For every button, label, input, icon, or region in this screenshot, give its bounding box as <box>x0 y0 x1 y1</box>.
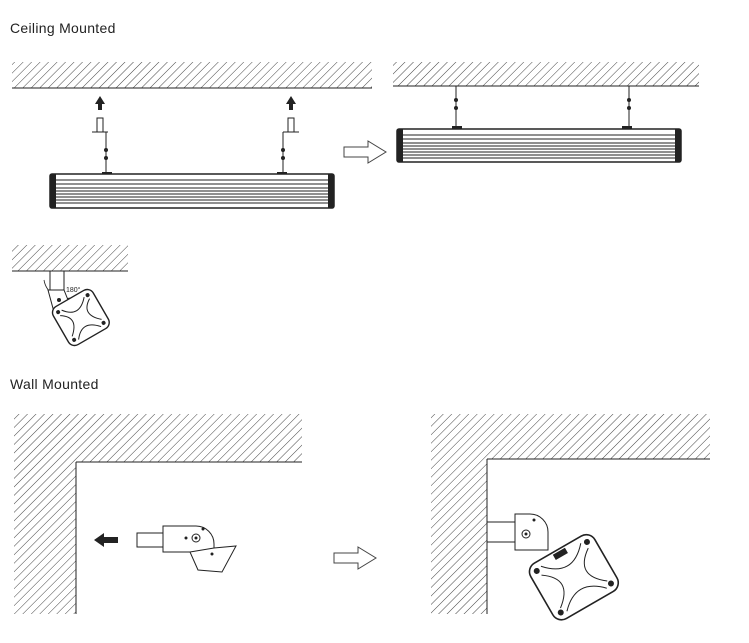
suspension-hanger-right <box>277 96 299 178</box>
ceiling-bracket-detail: 180° <box>12 245 128 347</box>
ceiling-before-step <box>12 62 372 209</box>
suspension-hanger-right <box>622 85 635 132</box>
wall-before-step <box>14 414 302 614</box>
wall-after-step <box>431 414 710 621</box>
wall-corner <box>14 414 302 614</box>
ceiling-slab <box>393 62 699 86</box>
suspension-hanger-left <box>92 96 112 178</box>
linear-light-fixture <box>396 128 682 163</box>
suspension-hanger-left <box>449 85 462 132</box>
wall-mounted-title: Wall Mounted <box>10 376 99 392</box>
wall-bracket <box>486 513 549 551</box>
next-step-arrow-icon <box>333 546 377 570</box>
linear-light-fixture <box>49 173 335 209</box>
up-arrow-icon <box>286 96 296 110</box>
rotation-angle-label: 180° <box>66 286 81 294</box>
light-housing-end-view <box>528 533 620 621</box>
ceiling-after-step <box>393 62 699 163</box>
next-step-arrow-icon <box>343 140 387 164</box>
ceiling-mounted-title: Ceiling Mounted <box>10 20 116 36</box>
up-arrow-icon <box>95 96 105 110</box>
wall-bracket <box>136 525 237 573</box>
ceiling-slab <box>12 62 372 88</box>
ceiling-slab <box>12 245 128 271</box>
left-arrow-icon <box>94 533 118 547</box>
